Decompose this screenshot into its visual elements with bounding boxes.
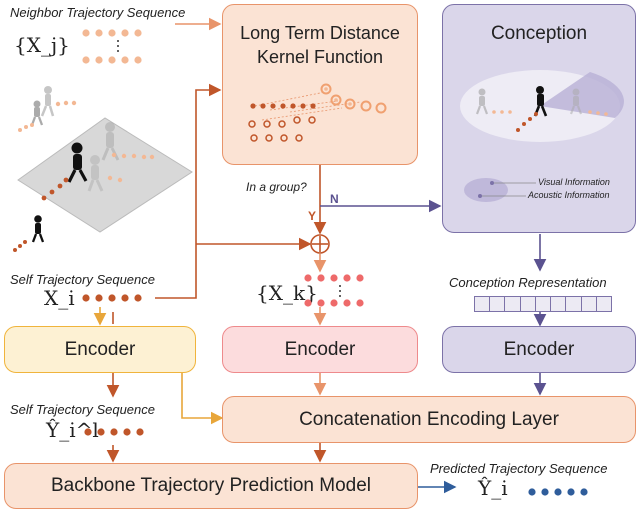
concat-layer-box: Concatenation Encoding Layer	[222, 396, 636, 443]
no-label: N	[330, 192, 339, 206]
predicted-seq-label: Predicted Trajectory Sequence	[430, 461, 608, 476]
yi-symbol: Ŷ_i	[478, 476, 508, 500]
kernel-function-title: Long Term Distance Kernel Function	[240, 23, 400, 67]
yes-label: Y	[308, 209, 317, 223]
neighbor-seq-label: Neighbor Trajectory Sequence	[10, 5, 186, 20]
self-seq-label-2: Self Trajectory Sequence	[10, 402, 155, 417]
conception-title: Conception	[490, 23, 588, 44]
arrow-encoder-to-concat	[181, 373, 224, 425]
in-group-label: In a group?	[246, 180, 307, 194]
self-seq-label: Self Trajectory Sequence	[10, 272, 155, 287]
conception-rep-vector	[474, 296, 612, 312]
visual-info-label: Visual Information	[538, 177, 610, 187]
acoustic-info-label: Acoustic Information	[528, 190, 610, 200]
conception-rep-label: Conception Representation	[449, 275, 607, 290]
arrow-self-to-kernel	[155, 83, 222, 299]
sum-node-icon	[310, 234, 330, 254]
kernel-function-box: Long Term Distance Kernel Function	[222, 4, 418, 165]
encoder-self-box: Encoder	[4, 326, 196, 373]
backbone-model-box: Backbone Trajectory Prediction Model	[4, 463, 418, 509]
encoder-group-box: Encoder	[222, 326, 418, 373]
encoder-conception-box: Encoder	[442, 326, 636, 373]
xi-symbol: X_i	[44, 286, 75, 310]
xj-symbol: {X_j}	[14, 33, 70, 57]
